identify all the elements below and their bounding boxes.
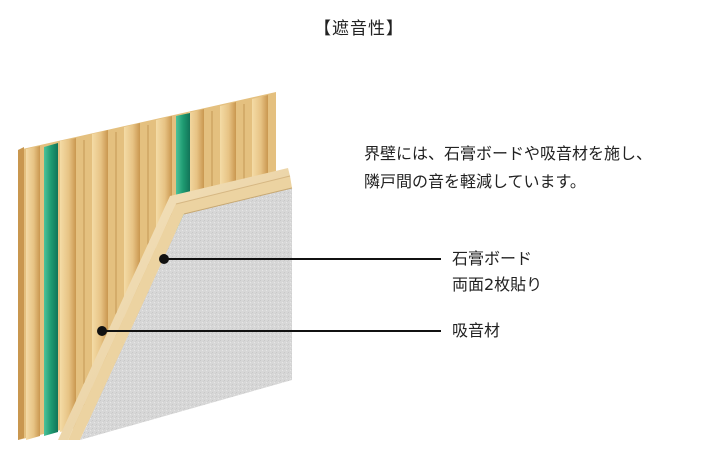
absorber-callout-pointer <box>97 326 441 336</box>
page-title: 【遮音性】 <box>314 19 404 39</box>
description-line-2: 隣戸間の音を軽減しています。 <box>364 172 586 191</box>
description-line-1: 界壁には、石膏ボードや吸音材を施し、 <box>364 144 653 163</box>
absorber-label: 吸音材 <box>452 318 500 344</box>
description-text: 界壁には、石膏ボードや吸音材を施し、 隣戸間の音を軽減しています。 <box>364 140 652 196</box>
gypsum-board-label-line-1: 石膏ボード <box>452 249 533 268</box>
absorber-label-line-1: 吸音材 <box>452 321 501 340</box>
gypsum-callout-pointer <box>159 254 441 264</box>
gypsum-board-label: 石膏ボード 両面2枚貼り <box>452 246 542 298</box>
gypsum-board-layers <box>58 168 293 440</box>
gypsum-board-label-line-2: 両面2枚貼り <box>452 275 543 294</box>
